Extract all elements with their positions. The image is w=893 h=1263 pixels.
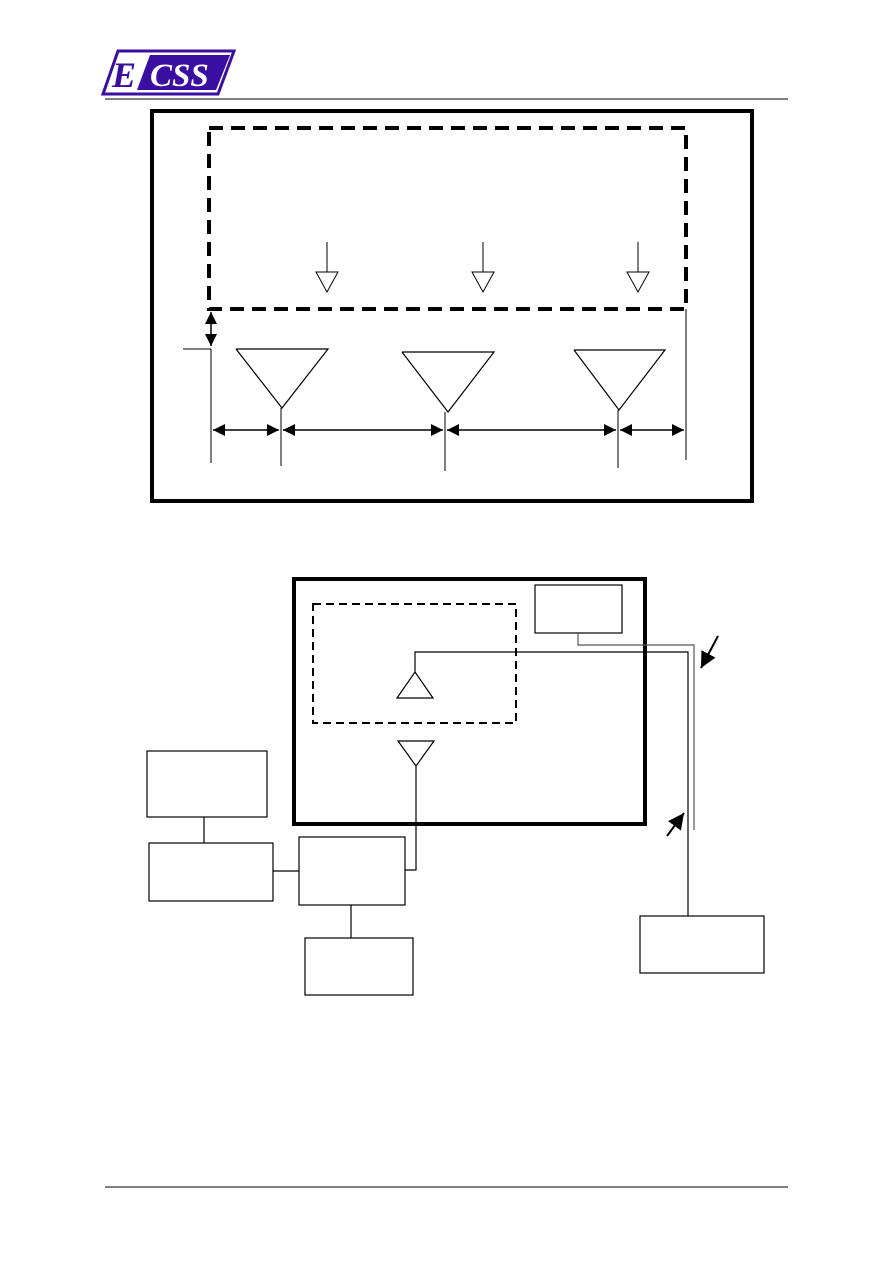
box-bottom: [304, 937, 414, 996]
box-inside-chamber: [534, 584, 623, 634]
antenna-2: [401, 351, 496, 413]
box-center: [298, 836, 406, 906]
cable-3: [405, 766, 417, 871]
pointer-arrow-icon: [700, 635, 719, 669]
pointer-arrow-icon: [666, 812, 685, 837]
receive-antenna: [395, 670, 435, 699]
antenna-1: [235, 348, 330, 409]
test-setup-diagram: [146, 577, 765, 996]
arrow-head-icon: [471, 271, 495, 294]
ecss-logo: E CSS: [100, 49, 237, 96]
box-top-left: [146, 750, 268, 818]
box-middle-left: [148, 842, 274, 902]
antenna-3: [573, 349, 667, 411]
box-right: [639, 915, 765, 974]
diagram1-frame: [150, 109, 754, 503]
transmit-antenna: [396, 740, 436, 768]
logo-letter-e: E: [111, 55, 136, 95]
arrow-head-icon: [626, 271, 650, 294]
incident-arrows: [315, 242, 650, 294]
antennas: [235, 348, 667, 413]
test-zone-dashed-box: [312, 603, 517, 724]
antenna-array-diagram: [150, 109, 754, 503]
test-zone-dashed-box: [207, 126, 688, 311]
arrow-head-icon: [315, 271, 339, 294]
chamber-frame: [292, 577, 647, 826]
cable-1: [414, 651, 689, 916]
extension-lines: [210, 309, 687, 471]
cable-2: [577, 633, 695, 830]
logo-letters-css: CSS: [150, 58, 209, 94]
